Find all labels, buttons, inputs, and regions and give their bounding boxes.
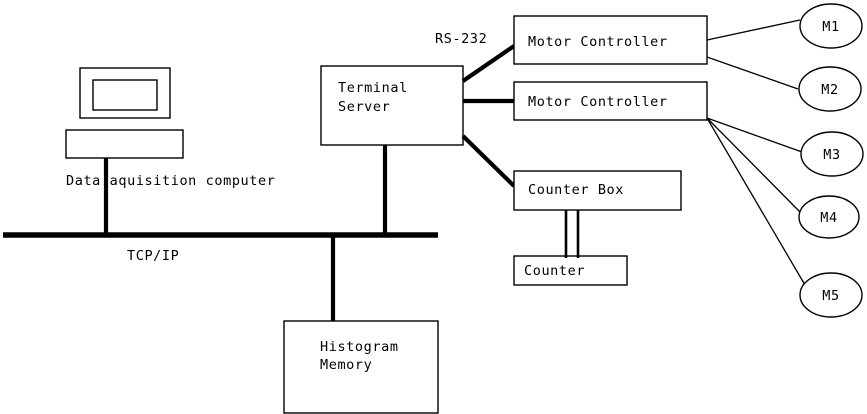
monitor-screen-icon xyxy=(92,79,158,111)
motor-2-node[interactable]: M2 xyxy=(798,66,862,112)
link-motor-controller-2-to-motor-3 xyxy=(706,117,803,153)
counter-node[interactable]: Counter xyxy=(513,255,628,286)
counter-label: Counter xyxy=(524,263,585,279)
link-motor-controller-2-to-motor-5 xyxy=(706,117,806,286)
motor-controller-2-box xyxy=(513,81,708,121)
motor-2-label: M2 xyxy=(821,82,838,98)
histogram-memory-label-line2: Memory xyxy=(320,357,372,373)
motor-2-ellipse xyxy=(798,66,862,112)
terminal-server-box xyxy=(320,65,464,146)
histogram-memory-box xyxy=(283,320,439,414)
link-motor-controller-2-to-motor-4 xyxy=(706,117,802,214)
motor-controller-1-box xyxy=(513,15,708,65)
counter-box-node[interactable]: Counter Box xyxy=(513,170,682,211)
motor-controller-1-node[interactable]: Motor Controller xyxy=(513,15,708,65)
motor-5-label: M5 xyxy=(822,288,839,304)
motor-controller-2-label: Motor Controller xyxy=(528,94,668,110)
counter-box-label: Counter Box xyxy=(528,182,624,198)
rs-232-label: RS-232 xyxy=(435,31,487,47)
motor-5-node[interactable]: M5 xyxy=(799,272,863,318)
computer-base-icon xyxy=(65,129,184,159)
data-acquisition-computer-label: Data aquisition computer xyxy=(66,173,275,189)
terminal-server-node[interactable]: Terminal Server xyxy=(320,65,464,146)
motor-5-ellipse xyxy=(799,272,863,318)
motor-3-label: M3 xyxy=(823,147,840,163)
motor-4-ellipse xyxy=(798,195,860,239)
motor-1-node[interactable]: M1 xyxy=(799,3,863,49)
histogram-memory-node[interactable]: Histogram Memory xyxy=(283,320,439,414)
link-terminal-server-to-counter-box xyxy=(461,134,516,188)
motor-4-node[interactable]: M4 xyxy=(798,195,860,239)
motor-controller-2-node[interactable]: Motor Controller xyxy=(513,81,708,121)
motor-1-label: M1 xyxy=(822,19,839,35)
motor-3-node[interactable]: M3 xyxy=(800,131,864,177)
motor-3-ellipse xyxy=(800,131,864,177)
motor-1-ellipse xyxy=(799,3,863,49)
tcp-ip-label: TCP/IP xyxy=(127,248,179,264)
counter-box-rect xyxy=(513,255,628,286)
motor-controller-1-label: Motor Controller xyxy=(528,34,668,50)
link-motor-controller-1-to-motor-1 xyxy=(706,19,801,41)
data-acquisition-computer[interactable] xyxy=(65,67,184,159)
link-terminal-server-to-motor-controller-1 xyxy=(461,44,516,83)
motor-4-label: M4 xyxy=(820,210,837,226)
histogram-memory-label-line1: Histogram xyxy=(320,339,399,355)
counter-box-box xyxy=(513,170,682,211)
terminal-server-label-line1: Terminal xyxy=(338,80,408,96)
terminal-server-label-line2: Server xyxy=(338,99,390,115)
link-motor-controller-1-to-motor-2 xyxy=(706,56,799,90)
